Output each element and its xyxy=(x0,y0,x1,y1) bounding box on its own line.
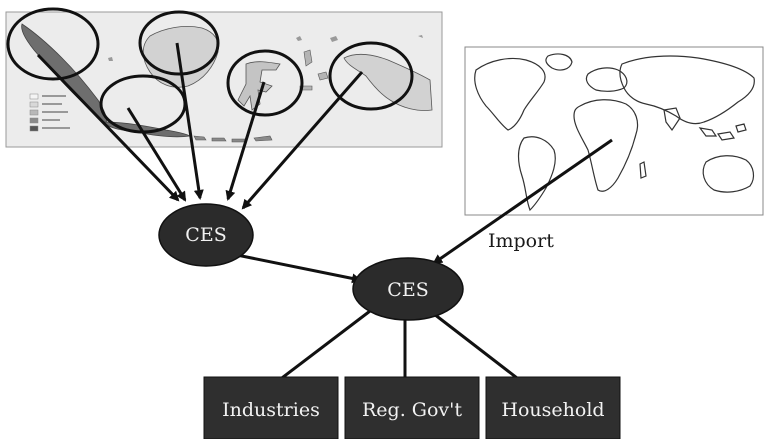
ces-node-regional-label: CES xyxy=(185,224,226,246)
southeast-asia-outline xyxy=(698,123,747,141)
arrow-regional-to-national-ces xyxy=(231,252,362,284)
industries-box: Industries xyxy=(203,376,339,439)
region-circle-kalimantan xyxy=(138,10,220,76)
nusa-tenggara-islands xyxy=(193,135,273,143)
asia-outline xyxy=(619,55,755,125)
arrows xyxy=(36,42,613,390)
region-circle-papua xyxy=(328,41,414,111)
regional-government-box: Reg. Gov't xyxy=(344,376,480,439)
map-legend xyxy=(29,93,70,132)
madagascar-outline xyxy=(639,161,647,179)
australia-outline xyxy=(702,155,755,193)
arrow-ces-to-household xyxy=(433,312,532,390)
arrow-import-to-national-ces xyxy=(432,138,613,265)
import-label: Import xyxy=(488,230,554,252)
ces-node-national: CES xyxy=(352,257,464,321)
household-box: Household xyxy=(485,376,621,439)
ces-node-national-label: CES xyxy=(387,279,428,301)
arrow-sulawesi-to-regional-ces xyxy=(225,81,266,201)
region-circle-sumatra xyxy=(6,7,100,81)
indonesia-map xyxy=(5,7,443,148)
arrow-java-to-regional-ces xyxy=(126,107,187,202)
africa-outline xyxy=(573,99,639,192)
world-map-frame xyxy=(464,46,764,216)
household-label: Household xyxy=(501,399,604,421)
sulawesi-island xyxy=(237,61,281,111)
arrow-sumatra-to-regional-ces xyxy=(36,53,180,202)
india-outline xyxy=(663,107,681,132)
region-circle-sulawesi xyxy=(226,49,304,117)
arrow-kalimantan-to-regional-ces xyxy=(175,42,204,200)
world-map xyxy=(464,46,764,216)
arrow-ces-to-industries xyxy=(268,306,375,389)
regional-government-label: Reg. Gov't xyxy=(362,399,462,421)
arrow-papua-to-regional-ces xyxy=(241,71,364,210)
papua-island xyxy=(343,54,433,111)
ces-node-regional: CES xyxy=(158,203,254,267)
greenland-outline xyxy=(545,53,573,71)
industries-label: Industries xyxy=(222,399,320,421)
south-america-outline xyxy=(517,136,556,212)
north-america-outline xyxy=(474,57,546,131)
